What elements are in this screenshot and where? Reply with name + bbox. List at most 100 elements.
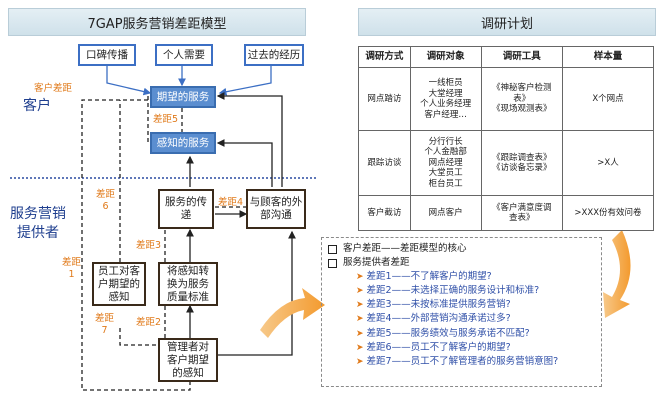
input-past-experience-label: 过去的经历 [247, 48, 301, 61]
node-external-communication: 与顾客的外 部沟通 [246, 189, 306, 229]
note-bullet-text: 客户差距——差距模型的核心 [343, 243, 467, 254]
table-row: 跟踪访谈 分行行长 个人金融部 网点经理 大堂员工 柜台员工 《跟踪调查表》 《… [358, 130, 655, 196]
arrow-right-icon: ➤ [356, 328, 364, 339]
cell-tool-item: 表》 [513, 93, 531, 104]
cell-target-item: 大堂员工 [428, 168, 463, 179]
node-external-communication-line2: 部沟通 [260, 209, 292, 221]
node-translation-line2: 换为服务 [167, 277, 209, 290]
input-word-of-mouth: 口碑传播 [78, 44, 136, 66]
note-gap-item: ➤差距6——员工不了解客户的期望? [328, 341, 595, 355]
note-gap-text: 差距2——未选择正确的服务设计和标准? [366, 285, 540, 297]
note-gap-text: 差距1——不了解客户的期望? [366, 271, 492, 283]
cell-sample: X个网点 [561, 67, 655, 131]
gap-label-6-line2: 6 [102, 201, 109, 212]
gap-label-7-line1: 差距 [95, 313, 115, 324]
cell-tool-item: 《跟踪调查表》 [491, 152, 552, 163]
flow-arrow-right [603, 230, 631, 318]
checkbox-square-icon [328, 258, 337, 268]
cell-method: 网点踏访 [358, 67, 411, 131]
cell-targets: 分行行长 个人金融部 网点经理 大堂员工 柜台员工 [409, 130, 482, 196]
gap-label-3: 差距3 [136, 240, 162, 251]
cell-tool-item: 《访谈备忘录》 [491, 163, 552, 173]
cell-method: 跟踪访谈 [358, 130, 411, 196]
note-gap-text: 差距6——员工不了解客户的期望? [366, 341, 511, 353]
gap-label-6-line1: 差距 [96, 189, 116, 200]
cell-target-item: 个人业务经理 [420, 99, 472, 109]
node-employee-perception: 员工对客 户期望的 感知 [92, 262, 146, 306]
cell-tools: 《客户满意度调 查表》 [480, 195, 563, 231]
node-external-communication-line1: 与顾客的外 [249, 196, 303, 208]
node-perceived-service: 感知的服务 [150, 132, 216, 154]
gap-label-7-line2: 7 [101, 325, 108, 336]
node-employee-perception-line3: 感知 [108, 290, 130, 303]
note-bullet-customer-gap: 客户差距——差距模型的核心 [328, 242, 595, 256]
cell-tool-item: 《神秘客户检测 [491, 83, 552, 94]
node-service-delivery-line1: 服务的传 [165, 196, 207, 208]
cell-tool-item: 《现场观测表》 [491, 104, 552, 115]
node-translation-standards: 将感知转 换为服务 质量标准 [158, 262, 218, 306]
cell-sample: >X人 [561, 130, 655, 196]
note-bullet-provider-gap: 服务提供者差距 [328, 256, 595, 270]
research-plan-table: 调研方式 调研对象 调研工具 样本量 网点踏访 一线柜员 大堂经理 个人业务经理… [358, 46, 655, 231]
note-gap-text: 差距7——员工不了解管理者的服务营销意图? [366, 355, 559, 367]
cell-target-item: 网点经理 [428, 157, 463, 168]
gap-label-customer: 客户差距 [34, 83, 73, 94]
gap-label-1-line1: 差距 [62, 257, 82, 268]
cell-targets: 一线柜员 大堂经理 个人业务经理 客户经理… [409, 67, 482, 131]
arrow-right-icon: ➤ [356, 356, 364, 367]
table-header: 调研方式 [358, 46, 411, 68]
input-word-of-mouth-label: 口碑传播 [86, 48, 128, 61]
side-label-provider-line2: 提供者 [17, 225, 59, 241]
input-past-experience: 过去的经历 [244, 44, 304, 66]
gap-label-4: 差距4 [218, 197, 244, 208]
side-label-provider-line1: 服务营销 [10, 206, 66, 222]
node-employee-perception-line1: 员工对客 [98, 264, 140, 277]
node-expected-service: 期望的服务 [150, 86, 216, 108]
node-perceived-service-label: 感知的服务 [156, 136, 210, 149]
node-management-perception-line2: 客户期望 [167, 353, 209, 366]
cell-target-item: 分行行长 [428, 136, 463, 147]
node-management-perception-line1: 管理者对 [167, 340, 209, 353]
arrow-right-icon: ➤ [356, 286, 364, 297]
table-header-row: 调研方式 调研对象 调研工具 样本量 [358, 46, 655, 68]
gap-label-2: 差距2 [136, 317, 162, 328]
input-personal-needs: 个人需要 [155, 44, 213, 66]
gap-label-5: 差距5 [153, 114, 179, 125]
node-management-perception: 管理者对 客户期望 的感知 [158, 338, 218, 382]
table-row: 客户截访 网点客户 《客户满意度调 查表》 >XXX份有效问卷 [358, 195, 655, 231]
input-personal-needs-label: 个人需要 [163, 48, 205, 61]
note-gap-item: ➤差距4——外部营销沟通承诺过多? [328, 312, 595, 326]
gap-label-1: 差距 1 [62, 257, 81, 281]
cell-target-item: 一线柜员 [428, 78, 463, 88]
table-row: 网点踏访 一线柜员 大堂经理 个人业务经理 客户经理… 《神秘客户检测 表》 《… [358, 67, 655, 131]
note-gap-text: 差距3——未按标准提供服务营销? [366, 299, 511, 311]
cell-target-item: 网点客户 [428, 207, 463, 218]
note-gap-item: ➤差距2——未选择正确的服务设计和标准? [328, 284, 595, 298]
note-gap-item: ➤差距5——服务绩效与服务承诺不匹配? [328, 327, 595, 341]
note-gap-item: ➤差距7——员工不了解管理者的服务营销意图? [328, 355, 595, 369]
table-header: 样本量 [561, 46, 655, 68]
note-gap-item: ➤差距3——未按标准提供服务营销? [328, 298, 595, 312]
node-service-delivery-line2: 递 [180, 209, 192, 221]
side-label-customer-text: 客户 [23, 98, 51, 114]
arrow-right-icon: ➤ [356, 300, 364, 311]
arrow-right-icon: ➤ [356, 272, 364, 283]
cell-targets: 网点客户 [409, 195, 482, 231]
gap-label-1-line2: 1 [68, 269, 75, 280]
cell-method: 客户截访 [358, 195, 411, 231]
node-expected-service-label: 期望的服务 [156, 90, 210, 103]
cell-tools: 《跟踪调查表》 《访谈备忘录》 [480, 130, 563, 196]
checkbox-square-icon [328, 244, 337, 254]
table-header: 调研对象 [409, 46, 482, 68]
node-translation-line3: 质量标准 [167, 290, 209, 303]
cell-target-item: 柜台员工 [428, 178, 463, 189]
gap-label-7: 差距 7 [95, 313, 114, 337]
side-label-provider: 服务营销 提供者 [10, 205, 66, 243]
node-employee-perception-line2: 户期望的 [98, 277, 140, 290]
plan-title: 调研计划 [358, 8, 656, 36]
cell-tool-item: 查表》 [508, 213, 535, 223]
side-label-customer: 客户 [23, 97, 51, 116]
cell-sample: >XXX份有效问卷 [561, 195, 655, 231]
note-bullet-text: 服务提供者差距 [343, 257, 410, 269]
